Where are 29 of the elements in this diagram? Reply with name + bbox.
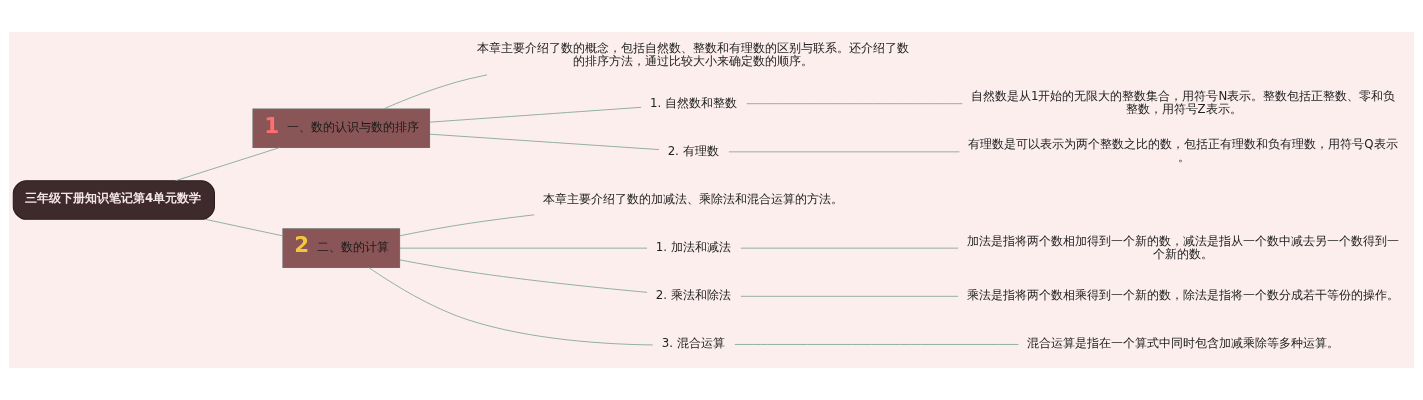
node-text: 1. 自然数和整数 [649,95,737,110]
node-text: 2. 有理数 [667,143,719,158]
connector [429,106,642,123]
connector [399,259,648,293]
connector [746,103,963,105]
connector [204,218,284,237]
node-text: 2. 乘法和除法 [655,288,731,303]
node-box: 2 二、数的计算 [282,228,401,268]
node-text: 混合运算是指在一个算式中同时包含加减乘除等多种运算。 [1027,336,1340,351]
node-text: 自然数是从1开始的无限大的整数集合，用符号N表示。整数包括正整数、零和负整数，用符号Z表示。 [970,89,1396,117]
connector [368,267,654,346]
node-text: 加法是指将两个数相加得到一个新的数，减法是指从一个数中减去另一个数得到一个新的数。 [966,233,1399,261]
node-text: 有理数是可以表示为两个整数之比的数，包括正有理数和负有理数，用符号Q表示。 [968,137,1398,165]
connector [734,344,1019,345]
connector [429,133,660,150]
connector [399,214,535,237]
node-text: 乘法是指将两个数相乘得到一个新的数，除法是指将一个数分成若干等份的操作。 [966,288,1399,303]
node-box: 1 一、数的认识与数的排序 [252,108,431,149]
connector [740,295,959,297]
node-text: 本章主要介绍了数的加减法、乘除法和混合运算的方法。 [542,192,843,206]
node-text: 本章主要介绍了数的概念，包括自然数、整数和有理数的区别与联系。还介绍了数的排序方法，通过比较大小来确定数的顺序。 [476,41,909,68]
node-text: 3. 混合运算 [661,336,725,351]
node-box: 三年级下册知识笔记第4单元数学 [12,180,215,220]
connector [728,151,960,153]
connector [382,74,488,110]
connector [399,247,648,249]
node-text: 1. 加法和减法 [655,240,731,255]
connector [740,247,959,249]
connector [175,147,280,182]
